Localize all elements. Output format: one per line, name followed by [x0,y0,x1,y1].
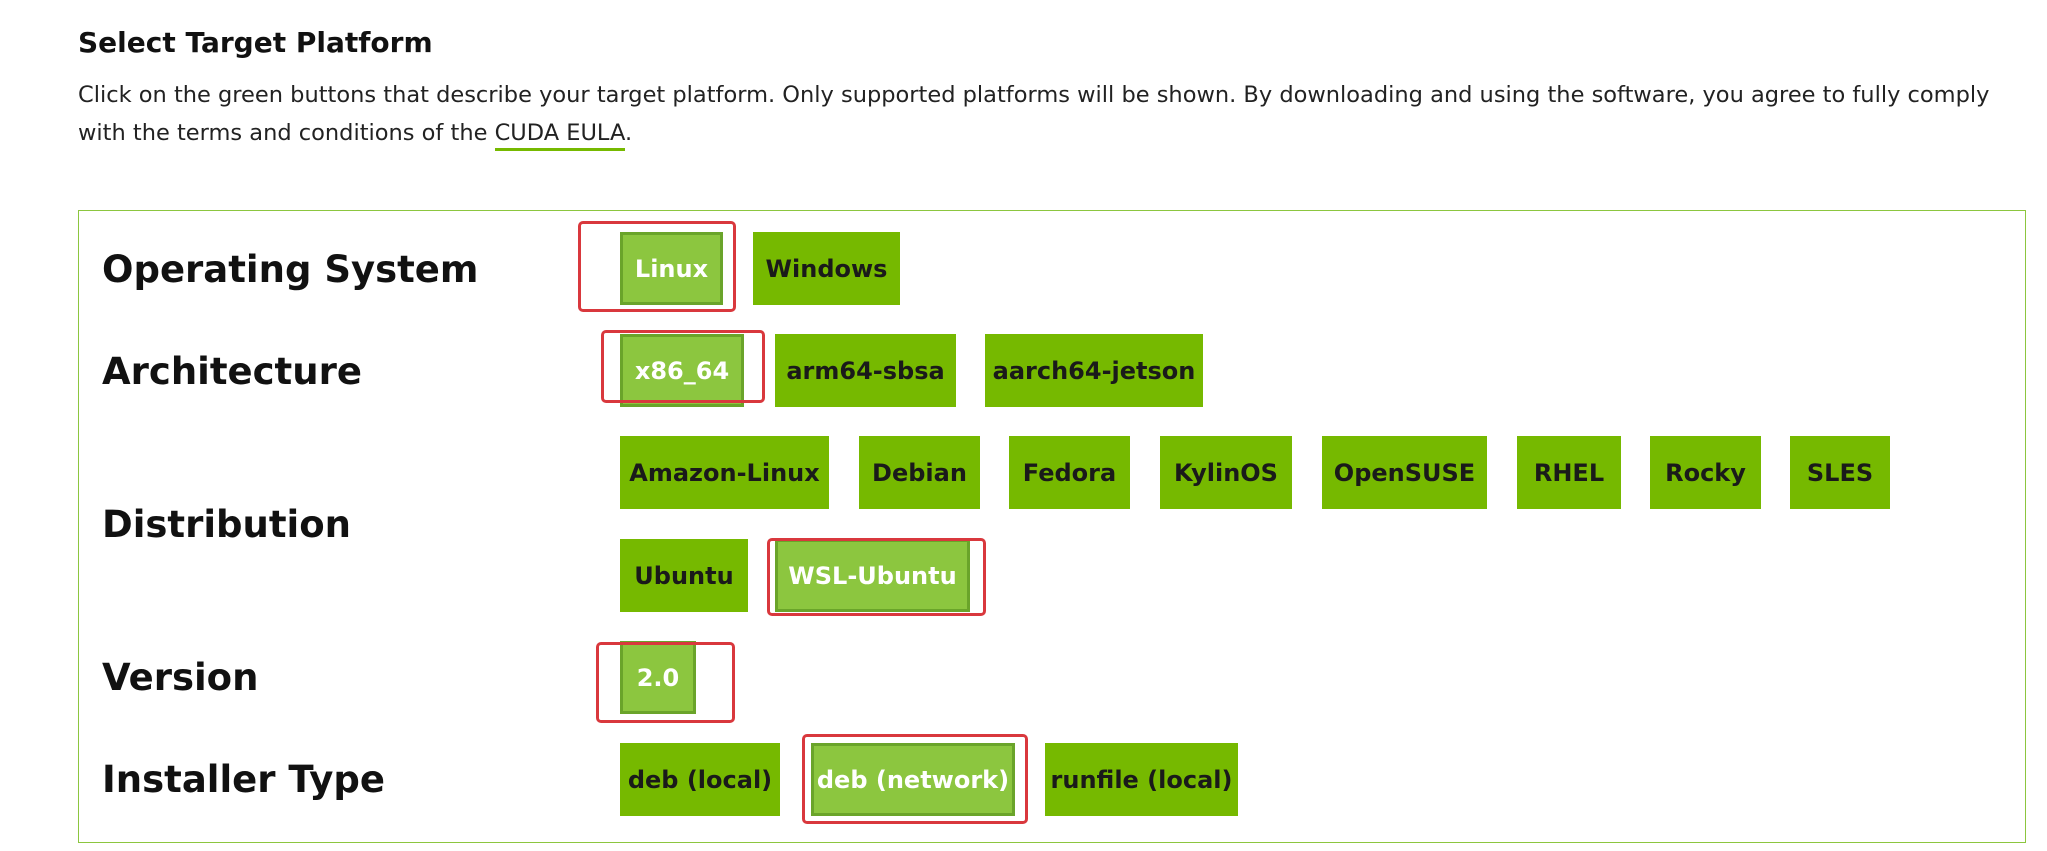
option-debian[interactable]: Debian [859,436,980,509]
option-windows[interactable]: Windows [753,232,900,305]
description-end: . [624,120,633,146]
row-label-version: Version [102,656,259,699]
option-aarch64-jetson[interactable]: aarch64-jetson [985,334,1203,407]
row-label-installer-type: Installer Type [102,758,385,801]
description-text: Click on the green buttons that describe… [78,82,1990,146]
page-title: Select Target Platform [78,26,433,59]
option-rocky[interactable]: Rocky [1650,436,1761,509]
option-kylinos[interactable]: KylinOS [1160,436,1292,509]
option-arm64-sbsa[interactable]: arm64-sbsa [775,334,956,407]
option-x86-64[interactable]: x86_64 [620,334,744,407]
row-label-architecture: Architecture [102,350,362,393]
option-ubuntu[interactable]: Ubuntu [620,539,748,612]
option-wsl-ubuntu[interactable]: WSL-Ubuntu [775,539,970,612]
option-rhel[interactable]: RHEL [1517,436,1621,509]
option-deb-network[interactable]: deb (network) [811,743,1015,816]
platform-description: Click on the green buttons that describe… [78,76,2038,152]
option-amazon-linux[interactable]: Amazon-Linux [620,436,829,509]
row-label-operating-system: Operating System [102,248,479,291]
option-fedora[interactable]: Fedora [1009,436,1130,509]
row-label-distribution: Distribution [102,503,351,546]
cuda-eula-link[interactable]: CUDA EULA [494,120,625,151]
option-runfile-local[interactable]: runfile (local) [1045,743,1238,816]
option-opensuse[interactable]: OpenSUSE [1322,436,1487,509]
option-version-2-0[interactable]: 2.0 [620,641,696,714]
option-linux[interactable]: Linux [620,232,723,305]
option-sles[interactable]: SLES [1790,436,1890,509]
option-deb-local[interactable]: deb (local) [620,743,780,816]
platform-selector-panel [78,210,2026,843]
